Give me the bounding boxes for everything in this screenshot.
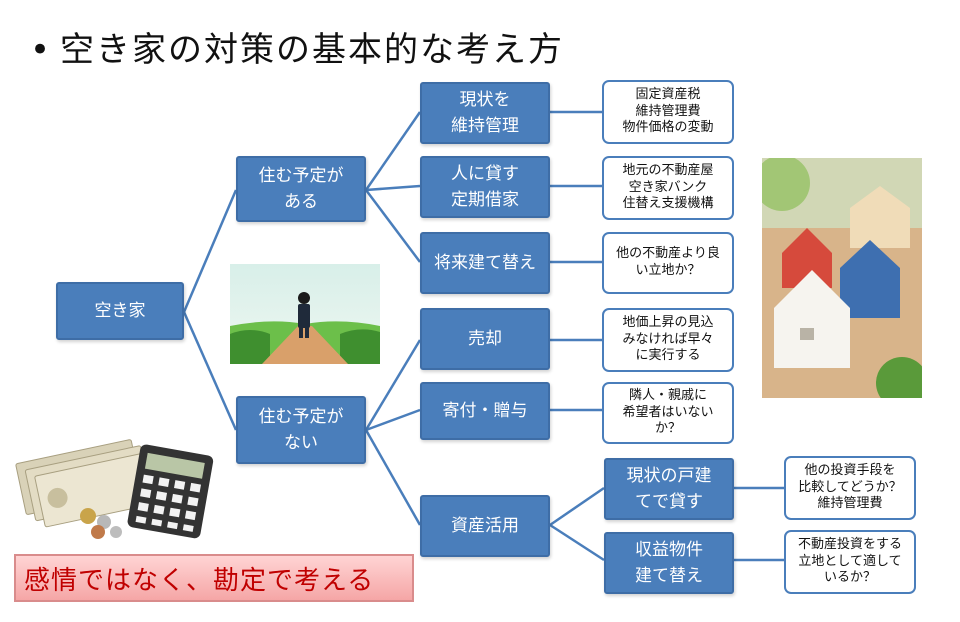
- note-lend: 地元の不動産屋 空き家バンク 住替え支援機構: [602, 156, 734, 220]
- note-income-rebuild: 不動産投資をする 立地として適して いるか？: [784, 530, 916, 594]
- connector-asset-income: [549, 523, 605, 562]
- connector-root-no: [182, 311, 238, 431]
- title-bullet: •: [30, 30, 53, 70]
- toy-houses-image: [762, 158, 922, 398]
- node-lend-house: 現状の戸建 てで貸す: [604, 458, 734, 520]
- node-lend: 人に貸す 定期借家: [420, 156, 550, 218]
- node-maintain: 現状を 維持管理: [420, 82, 550, 144]
- note-donate: 隣人・親戚に 希望者はいない か？: [602, 382, 734, 444]
- connector-yes-rebuild: [365, 189, 421, 263]
- connector-no-sell: [364, 339, 422, 431]
- node-plan-to-live: 住む予定が ある: [236, 156, 366, 222]
- node-sell: 売却: [420, 308, 550, 370]
- note-sell: 地価上昇の見込 みなければ早々 に実行する: [602, 308, 734, 372]
- connector-no-donate: [365, 408, 421, 432]
- connector-root-yes: [182, 189, 238, 313]
- person-on-road-image: [230, 264, 380, 364]
- node-no-plan-to-live: 住む予定が ない: [236, 396, 366, 464]
- connector-yes-maintain: [364, 111, 422, 191]
- node-vacant-house: 空き家: [56, 282, 184, 340]
- node-income-rebuild: 収益物件 建て替え: [604, 532, 734, 594]
- callout-banner: 感情ではなく、勘定で考える: [14, 554, 414, 602]
- connector-asset-lendhouse: [549, 486, 605, 527]
- slide-title: •空き家の対策の基本的な考え方: [30, 22, 564, 71]
- note-lend-house: 他の投資手段を 比較してどうか？ 維持管理費: [784, 456, 916, 520]
- title-text: 空き家の対策の基本的な考え方: [60, 30, 564, 70]
- node-rebuild-future: 将来建て替え: [420, 232, 550, 294]
- connector-yes-lend: [365, 184, 421, 192]
- money-calculator-image: [14, 428, 224, 540]
- note-maintain: 固定資産税 維持管理費 物件価格の変動: [602, 80, 734, 144]
- node-donate: 寄付・贈与: [420, 382, 550, 440]
- note-rebuild-future: 他の不動産より良 い立地か？: [602, 232, 734, 294]
- node-asset-use: 資産活用: [420, 495, 550, 557]
- connector-no-asset: [364, 429, 422, 526]
